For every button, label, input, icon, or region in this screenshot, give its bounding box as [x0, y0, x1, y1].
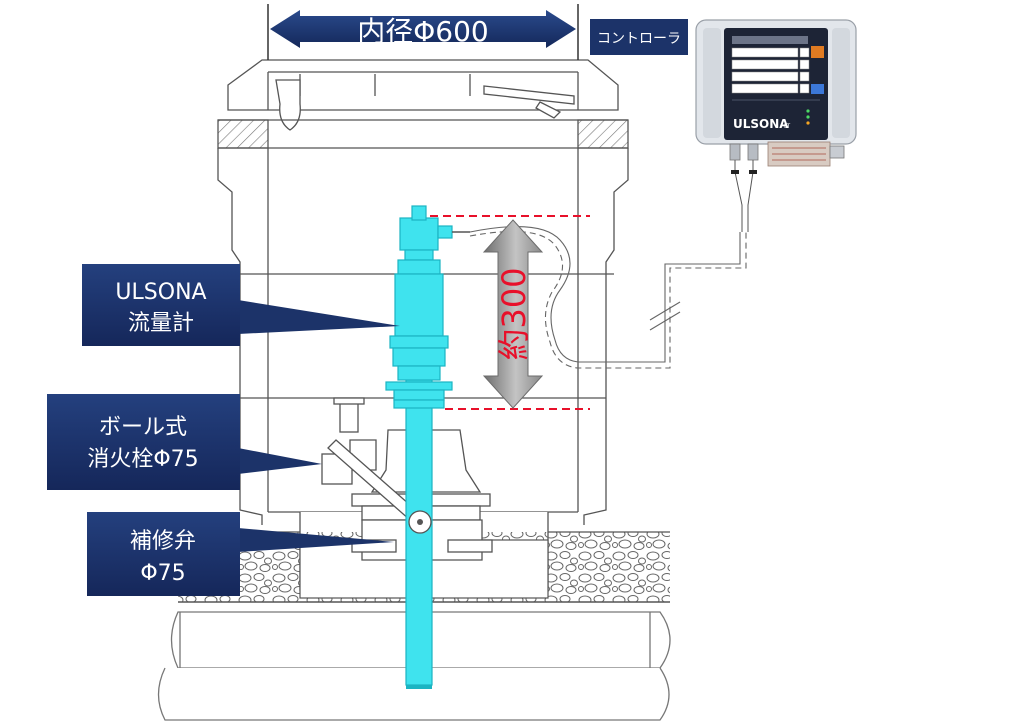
- controller-tag-label: コントローラ: [597, 31, 681, 47]
- height-dimension: 約300: [430, 215, 590, 410]
- controller-tag: [590, 19, 688, 55]
- controller-brand: ULSONA: [733, 117, 789, 131]
- connector-left: [729, 143, 741, 161]
- controller-button-orange: [811, 46, 824, 58]
- controller-unit: コントローラ ULSONA LT: [590, 19, 857, 232]
- callout-box: [47, 394, 240, 490]
- callout-valve-line2: Φ75: [140, 561, 185, 586]
- callout-flowmeter-line2: 流量計: [128, 311, 194, 336]
- connector-right: [747, 143, 759, 161]
- double-arrow: [482, 219, 544, 409]
- callout-pointer: [238, 528, 394, 552]
- callout-pointer: [238, 448, 322, 474]
- dimension-arrow: [270, 10, 576, 48]
- callout-box: [87, 512, 240, 596]
- callout-flowmeter: ULSONA 流量計: [82, 264, 400, 346]
- callout-valve-line1: 補修弁: [130, 529, 196, 554]
- inner-diameter-label: 内径Φ600: [357, 15, 488, 48]
- callout-hydrant-line2: 消火栓Φ75: [87, 447, 198, 472]
- callout-hydrant-line1: ボール式: [99, 415, 187, 440]
- callout-flowmeter-line1: ULSONA: [115, 280, 206, 305]
- callout-box: [82, 264, 240, 346]
- controller-display: [731, 36, 810, 94]
- controller-model: LT: [784, 123, 791, 130]
- callout-valve: 補修弁 Φ75: [87, 512, 394, 596]
- controller-button-blue: [811, 84, 824, 94]
- signal-cable: [469, 226, 747, 369]
- callout-pointer: [238, 300, 400, 334]
- flowmeter-assembly: [385, 205, 470, 689]
- callout-hydrant: ボール式 消火栓Φ75: [47, 394, 322, 490]
- inner-diameter-dimension: 内径Φ600: [267, 4, 579, 60]
- height-label: 約300: [495, 267, 533, 360]
